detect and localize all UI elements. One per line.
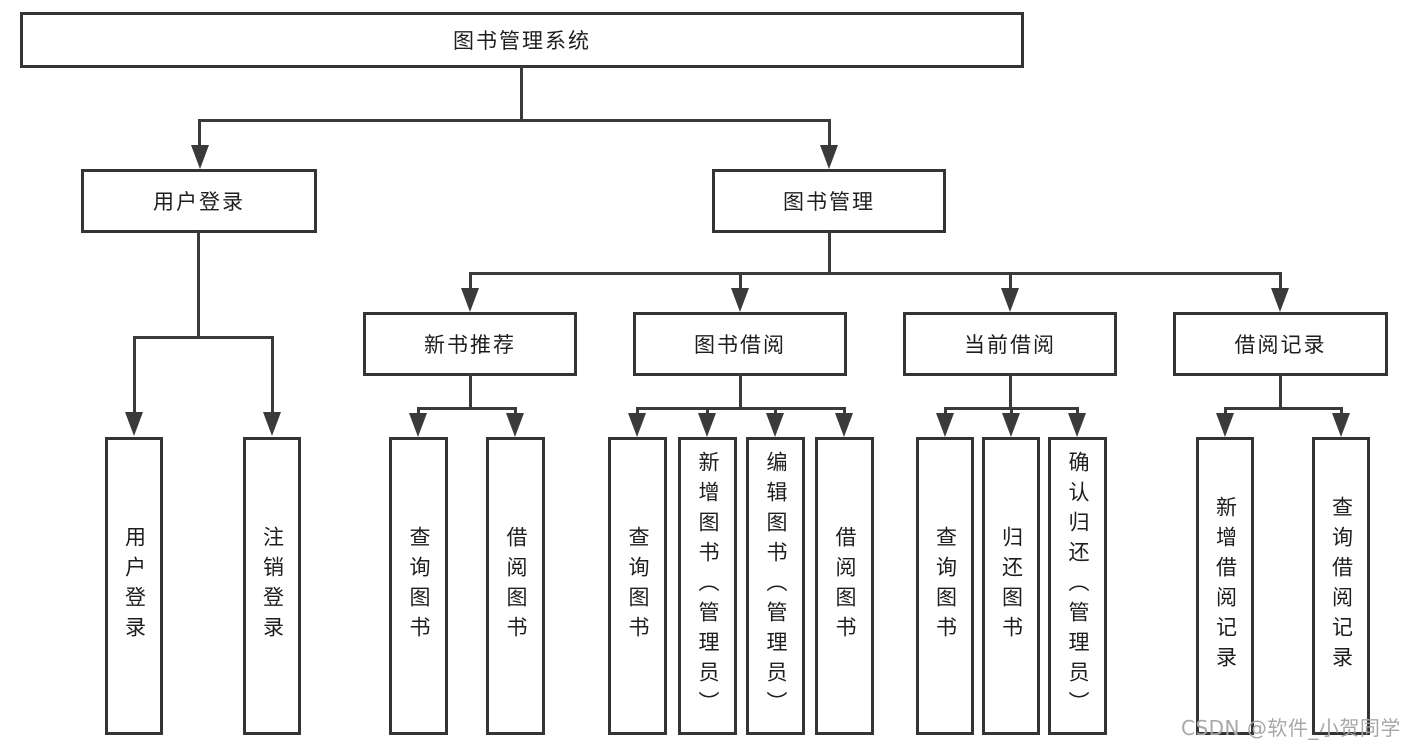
arrow-down xyxy=(506,413,524,437)
leaf-nb-borrow-books-label: 借阅图书 xyxy=(504,526,528,646)
connector-vline xyxy=(1009,272,1012,290)
connector-vline xyxy=(1279,272,1282,290)
leaf-user-login-label: 用户登录 xyxy=(122,526,147,646)
connector-vline xyxy=(706,407,709,415)
node-new-book-recommend-label: 新书推荐 xyxy=(424,333,516,357)
connector-vline xyxy=(198,119,201,147)
leaf-nb-query-books: 查询图书 xyxy=(389,437,448,735)
node-current-borrow-label: 当前借阅 xyxy=(964,333,1056,357)
leaf-logout-label: 注销登录 xyxy=(260,526,285,646)
connector-hline xyxy=(133,336,274,339)
connector-vline xyxy=(1076,407,1079,415)
connector-vline xyxy=(469,272,472,290)
leaf-nb-borrow-books: 借阅图书 xyxy=(486,437,545,735)
node-root: 图书管理系统 xyxy=(20,12,1024,68)
arrow-down xyxy=(1271,288,1289,312)
node-borrow-records-label: 借阅记录 xyxy=(1234,333,1327,357)
connector-vline xyxy=(1010,407,1013,415)
node-borrow-records: 借阅记录 xyxy=(1173,312,1388,376)
arrow-down xyxy=(766,413,784,437)
connector-vline xyxy=(828,119,831,147)
arrow-down xyxy=(263,412,281,436)
arrow-down xyxy=(1001,288,1019,312)
node-root-label: 图书管理系统 xyxy=(453,29,591,53)
leaf-bb-borrow-books-label: 借阅图书 xyxy=(833,526,857,646)
node-current-borrow: 当前借阅 xyxy=(903,312,1117,376)
connector-hline xyxy=(1224,407,1343,410)
connector-vline xyxy=(271,336,274,413)
leaf-bb-borrow-books: 借阅图书 xyxy=(815,437,874,735)
leaf-br-add-record: 新增借阅记录 xyxy=(1196,437,1254,735)
arrow-down xyxy=(125,412,143,436)
arrow-down xyxy=(1216,413,1234,437)
leaf-br-query-record: 查询借阅记录 xyxy=(1312,437,1370,735)
arrow-down xyxy=(1002,413,1020,437)
connector-hline xyxy=(469,272,1281,275)
connector-vline xyxy=(843,407,846,415)
leaf-br-query-record-label: 查询借阅记录 xyxy=(1329,496,1354,676)
leaf-bb-add-books-admin-label: 新增图书（管理员） xyxy=(696,451,720,721)
leaf-cb-confirm-return-admin: 确认归还（管理员） xyxy=(1048,437,1107,735)
arrow-down xyxy=(936,413,954,437)
leaf-bb-add-books-admin: 新增图书（管理员） xyxy=(678,437,737,735)
node-book-borrow: 图书借阅 xyxy=(633,312,847,376)
connector-vline xyxy=(417,407,420,415)
leaf-nb-query-books-label: 查询图书 xyxy=(407,526,431,646)
connector-vline xyxy=(1340,407,1343,415)
connector-vline xyxy=(197,231,200,336)
arrow-down xyxy=(835,413,853,437)
leaf-cb-query-books: 查询图书 xyxy=(916,437,974,735)
leaf-bb-query-books: 查询图书 xyxy=(608,437,667,735)
connector-vline xyxy=(133,336,136,413)
arrow-down xyxy=(628,413,646,437)
leaf-logout: 注销登录 xyxy=(243,437,301,735)
leaf-br-add-record-label: 新增借阅记录 xyxy=(1213,496,1238,676)
node-book-borrow-label: 图书借阅 xyxy=(694,333,786,357)
connector-hline xyxy=(417,407,517,410)
leaf-cb-return-books-label: 归还图书 xyxy=(999,526,1024,646)
arrow-down xyxy=(698,413,716,437)
leaf-user-login: 用户登录 xyxy=(105,437,163,735)
arrow-down xyxy=(1332,413,1350,437)
connector-vline xyxy=(1009,374,1012,407)
node-user-login: 用户登录 xyxy=(81,169,317,233)
connector-vline xyxy=(636,407,639,415)
watermark: CSDN @软件_小贺同学 xyxy=(1181,716,1401,740)
node-new-book-recommend: 新书推荐 xyxy=(363,312,577,376)
leaf-bb-query-books-label: 查询图书 xyxy=(626,526,650,646)
leaf-bb-edit-books-admin: 编辑图书（管理员） xyxy=(746,437,805,735)
arrow-down xyxy=(409,413,427,437)
connector-hline xyxy=(636,407,846,410)
arrow-down xyxy=(731,288,749,312)
connector-vline xyxy=(469,374,472,407)
connector-vline xyxy=(1224,407,1227,415)
connector-hline xyxy=(198,119,831,122)
node-book-management: 图书管理 xyxy=(712,169,946,233)
connector-vline xyxy=(1279,374,1282,407)
leaf-bb-edit-books-admin-label: 编辑图书（管理员） xyxy=(764,451,788,721)
connector-vline xyxy=(739,272,742,290)
connector-vline xyxy=(739,374,742,407)
connector-vline xyxy=(520,66,523,119)
connector-vline xyxy=(944,407,947,415)
arrow-down xyxy=(461,288,479,312)
node-book-management-label: 图书管理 xyxy=(783,190,875,214)
node-user-login-label: 用户登录 xyxy=(153,190,245,214)
arrow-down xyxy=(1068,413,1086,437)
leaf-cb-confirm-return-admin-label: 确认归还（管理员） xyxy=(1066,451,1090,721)
connector-vline xyxy=(828,231,831,272)
connector-vline xyxy=(774,407,777,415)
leaf-cb-return-books: 归还图书 xyxy=(982,437,1040,735)
arrow-down xyxy=(191,145,209,169)
arrow-down xyxy=(820,145,838,169)
leaf-cb-query-books-label: 查询图书 xyxy=(933,526,958,646)
connector-vline xyxy=(514,407,517,415)
